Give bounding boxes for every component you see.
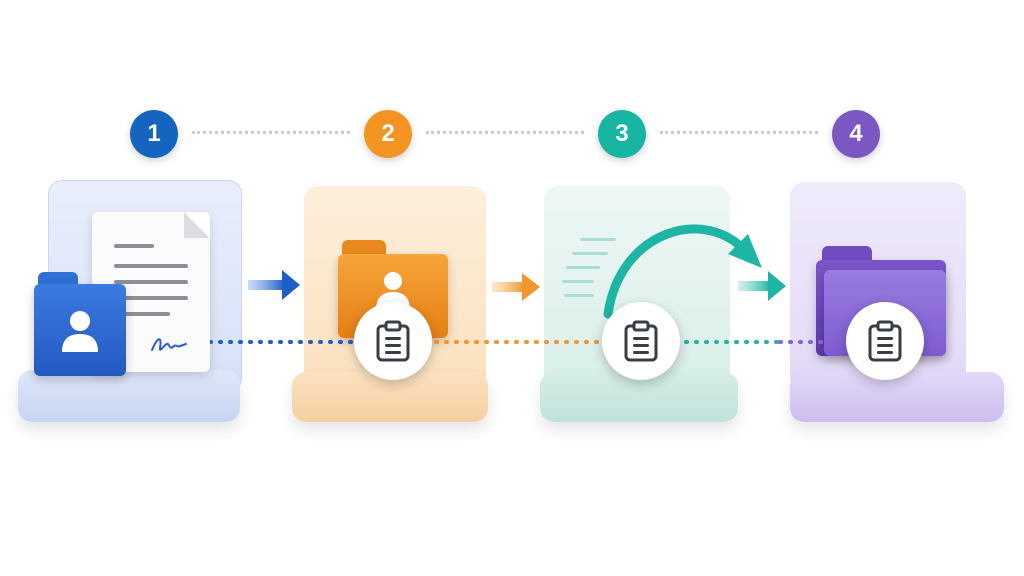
step-badge-3: 3 bbox=[598, 110, 646, 158]
clipboard-badge-3 bbox=[602, 302, 680, 380]
step-connector-1-2 bbox=[192, 131, 350, 134]
arrow-right-icon bbox=[248, 270, 300, 300]
clipboard-badge-2 bbox=[354, 302, 432, 380]
step-badge-4: 4 bbox=[832, 110, 880, 158]
clipboard-badge-4 bbox=[846, 302, 924, 380]
clipboard-icon bbox=[868, 320, 902, 362]
clipboard-icon bbox=[376, 320, 410, 362]
step-connector-2-3 bbox=[426, 131, 584, 134]
clipboard-icon bbox=[624, 320, 658, 362]
stage-1-base bbox=[18, 370, 240, 422]
stage-4-base bbox=[790, 372, 1004, 422]
user-folder-icon bbox=[34, 272, 126, 376]
stage-3-base bbox=[540, 372, 738, 422]
arrow-right-icon bbox=[738, 271, 786, 301]
folder-icon bbox=[338, 240, 448, 338]
step-badge-1: 1 bbox=[130, 110, 178, 158]
motion-line bbox=[564, 294, 594, 297]
stage-2-base bbox=[292, 372, 488, 422]
motion-line bbox=[566, 266, 600, 269]
flow-dotted-line bbox=[210, 340, 830, 344]
signature-icon bbox=[151, 338, 187, 351]
motion-line bbox=[562, 280, 594, 283]
motion-line bbox=[580, 238, 616, 241]
arrow-right-icon bbox=[492, 273, 540, 301]
curved-arrow-icon bbox=[603, 224, 762, 319]
step-connector-3-4 bbox=[660, 131, 818, 134]
motion-line bbox=[572, 252, 608, 255]
step-badge-2: 2 bbox=[364, 110, 412, 158]
